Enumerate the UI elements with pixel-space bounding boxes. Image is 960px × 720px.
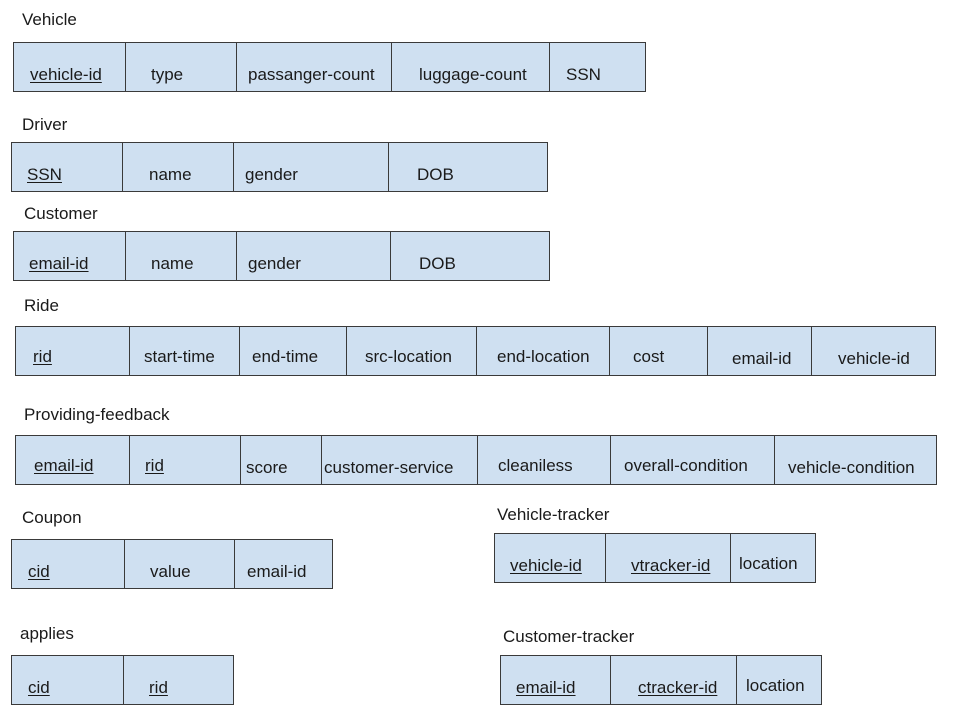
attribute-cell: email-id: [234, 540, 332, 588]
schema-table: vehicle-id vtracker-id location: [494, 533, 816, 583]
attribute-label: location: [746, 676, 805, 695]
schema-table: cid rid: [11, 655, 234, 705]
attribute-label: SSN: [566, 65, 601, 84]
attribute-cell: cleaniless: [477, 436, 610, 484]
attribute-cell: name: [122, 143, 233, 191]
schema-table: cid value email-id: [11, 539, 333, 589]
schema-table: email-id rid score customer-service cleanile…: [15, 435, 937, 485]
primary-key-attribute: vehicle-id: [30, 65, 102, 84]
schema-title: Vehicle-tracker: [497, 505, 610, 524]
schema-title: Customer: [24, 204, 98, 223]
attribute-cell: start-time: [129, 327, 239, 375]
attribute-cell: score: [240, 436, 321, 484]
attribute-cell: vehicle-id: [14, 43, 125, 91]
attribute-cell: SSN: [12, 143, 122, 191]
attribute-cell: rid: [16, 327, 129, 375]
attribute-cell: vehicle-id: [495, 534, 605, 582]
primary-key-attribute: email-id: [34, 456, 94, 475]
attribute-cell: DOB: [388, 143, 547, 191]
attribute-cell: end-location: [476, 327, 609, 375]
attribute-label: vehicle-condition: [788, 458, 915, 477]
schema-table: email-id ctracker-id location: [500, 655, 822, 705]
schema-title: Vehicle: [22, 10, 77, 29]
attribute-cell: location: [730, 534, 815, 582]
attribute-label: src-location: [365, 347, 452, 366]
primary-key-attribute: rid: [149, 678, 168, 697]
attribute-cell: DOB: [390, 232, 549, 280]
attribute-cell: passanger-count: [236, 43, 391, 91]
primary-key-attribute: SSN: [27, 165, 62, 184]
attribute-cell: rid: [123, 656, 233, 704]
attribute-cell: end-time: [239, 327, 346, 375]
attribute-label: customer-service: [324, 458, 454, 477]
attribute-label: name: [151, 254, 194, 273]
primary-key-attribute: cid: [28, 562, 50, 581]
attribute-cell: gender: [236, 232, 390, 280]
attribute-label: luggage-count: [419, 65, 527, 84]
attribute-cell: value: [124, 540, 234, 588]
schema-title: applies: [20, 624, 74, 643]
schema-table: rid start-time end-time src-location end-loc…: [15, 326, 936, 376]
attribute-label: location: [739, 554, 798, 573]
attribute-cell: vehicle-condition: [774, 436, 936, 484]
attribute-cell: SSN: [549, 43, 645, 91]
attribute-cell: gender: [233, 143, 388, 191]
attribute-label: score: [246, 458, 288, 477]
primary-key-attribute: email-id: [29, 254, 89, 273]
attribute-label: email-id: [732, 349, 792, 368]
attribute-label: name: [149, 165, 192, 184]
attribute-label: overall-condition: [624, 456, 748, 475]
schema-table: vehicle-id type passanger-count luggage-cou…: [13, 42, 646, 92]
attribute-label: type: [151, 65, 184, 84]
attribute-label: end-location: [497, 347, 590, 366]
primary-key-attribute: ctracker-id: [638, 678, 718, 697]
attribute-label: gender: [245, 165, 298, 184]
attribute-cell: name: [125, 232, 236, 280]
primary-key-attribute: rid: [33, 347, 52, 366]
attribute-cell: vtracker-id: [605, 534, 730, 582]
attribute-cell: cost: [609, 327, 707, 375]
attribute-cell: email-id: [14, 232, 125, 280]
schema-title: Providing-feedback: [24, 405, 170, 424]
attribute-label: gender: [248, 254, 301, 273]
attribute-cell: ctracker-id: [610, 656, 736, 704]
schema-title: Driver: [22, 115, 68, 134]
schema-table: email-id name gender DOB: [13, 231, 550, 281]
attribute-cell: cid: [12, 656, 123, 704]
attribute-label: vehicle-id: [838, 349, 910, 368]
schema-title: Ride: [24, 296, 59, 315]
attribute-cell: overall-condition: [610, 436, 774, 484]
primary-key-attribute: vtracker-id: [631, 556, 711, 575]
attribute-cell: type: [125, 43, 236, 91]
primary-key-attribute: email-id: [516, 678, 576, 697]
schema-title: Coupon: [22, 508, 82, 527]
primary-key-attribute: rid: [145, 456, 164, 475]
primary-key-attribute: vehicle-id: [510, 556, 582, 575]
attribute-label: cost: [633, 347, 665, 366]
attribute-cell: email-id: [501, 656, 610, 704]
attribute-cell: email-id: [16, 436, 129, 484]
attribute-cell: cid: [12, 540, 124, 588]
primary-key-attribute: cid: [28, 678, 50, 697]
attribute-label: DOB: [417, 165, 454, 184]
attribute-cell: luggage-count: [391, 43, 549, 91]
attribute-label: value: [150, 562, 191, 581]
attribute-cell: location: [736, 656, 821, 704]
schema-table: SSN name gender DOB: [11, 142, 548, 192]
attribute-label: email-id: [247, 562, 307, 581]
schema-title: Customer-tracker: [503, 627, 635, 646]
attribute-cell: customer-service: [321, 436, 477, 484]
attribute-label: DOB: [419, 254, 456, 273]
attribute-cell: src-location: [346, 327, 476, 375]
attribute-cell: rid: [129, 436, 240, 484]
attribute-label: start-time: [144, 347, 215, 366]
attribute-cell: vehicle-id: [811, 327, 935, 375]
attribute-cell: email-id: [707, 327, 811, 375]
attribute-label: end-time: [252, 347, 319, 366]
attribute-label: cleaniless: [498, 456, 573, 475]
attribute-label: passanger-count: [248, 65, 375, 84]
